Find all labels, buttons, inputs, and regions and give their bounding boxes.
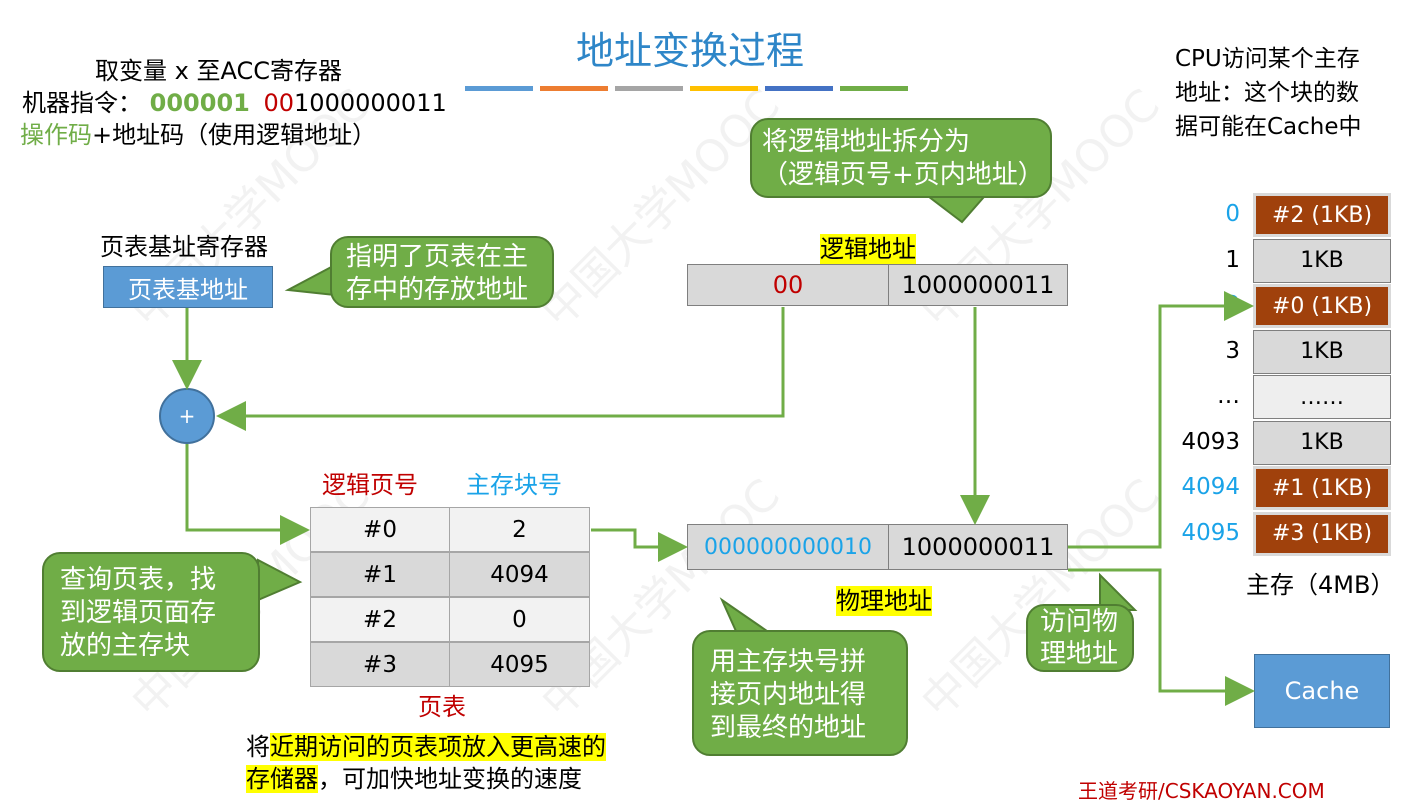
footer-brand: 王道考研/CSKAOYAN.COM bbox=[1078, 779, 1325, 803]
pt-header-block: 主存块号 bbox=[466, 471, 562, 499]
instruction-opcode-label: 操作码 bbox=[20, 121, 92, 149]
title-bar-gray bbox=[615, 86, 683, 91]
ptbr-box: 页表基地址 bbox=[103, 266, 273, 308]
memory-block: …… bbox=[1253, 375, 1391, 419]
tlb-note-line-2: 存储器，可加快地址变换的速度 bbox=[246, 764, 582, 794]
memory-block: 1KB bbox=[1253, 329, 1391, 374]
ptbr-callout-line-2: 存中的存放地址 bbox=[346, 275, 529, 305]
pt-logical-page-cell: #2 bbox=[310, 597, 450, 642]
memory-index: 4095 bbox=[1181, 519, 1240, 546]
instruction-line-3: 操作码+地址码（使用逻辑地址） bbox=[20, 120, 376, 150]
access-callout-line-2: 理地址 bbox=[1040, 639, 1119, 669]
cpu-note-line-1: CPU访问某个主存 bbox=[1175, 46, 1360, 72]
arrow-page-to-adder bbox=[216, 307, 785, 431]
lookup-callout: 查询页表，找 到逻辑页面存 放的主存块 bbox=[42, 552, 260, 672]
title-bar-yellow bbox=[690, 86, 758, 91]
adder-node: + bbox=[159, 388, 215, 444]
instruction-prefix: 机器指令： bbox=[22, 89, 142, 117]
pt-block-number-cell: 2 bbox=[449, 507, 590, 552]
access-callout-line-1: 访问物 bbox=[1040, 607, 1119, 637]
concat-callout-line-2: 接页内地址得 bbox=[710, 680, 867, 710]
ptbr-callout-line-1: 指明了页表在主 bbox=[346, 242, 529, 272]
logical-page-field: 00 bbox=[687, 264, 889, 306]
pt-header-logical: 逻辑页号 bbox=[322, 471, 418, 499]
page-table-caption: 页表 bbox=[418, 693, 466, 721]
memory-index: 1 bbox=[1225, 246, 1240, 273]
lookup-callout-line-2: 到逻辑页面存 bbox=[60, 598, 217, 628]
split-callout: 将逻辑地址拆分为 （逻辑页号+页内地址） bbox=[750, 118, 1052, 198]
concat-callout: 用主存块号拼 接页内地址得 到最终的地址 bbox=[692, 630, 908, 756]
memory-block-occupied: #0 (1KB) bbox=[1253, 284, 1391, 328]
tlb-note-p1: 将 bbox=[246, 733, 270, 761]
memory-block: 1KB bbox=[1253, 420, 1391, 465]
memory-index: 0 bbox=[1225, 201, 1240, 227]
split-callout-line-1: 将逻辑地址拆分为 bbox=[762, 127, 971, 157]
ptbr-callout: 指明了页表在主 存中的存放地址 bbox=[330, 236, 554, 308]
memory-index: 3 bbox=[1225, 337, 1240, 364]
pt-logical-page-cell: #1 bbox=[310, 552, 450, 597]
logical-address-label: 逻辑地址 bbox=[820, 234, 916, 264]
arrow-physical-to-cache bbox=[1068, 568, 1255, 706]
pt-block-number-cell: 4094 bbox=[449, 552, 590, 597]
cpu-note-line-2: 地址：这个块的数 bbox=[1175, 80, 1359, 106]
lookup-callout-line-1: 查询页表，找 bbox=[60, 565, 217, 595]
title-bar-green bbox=[840, 86, 908, 91]
arrow-adder-to-table bbox=[185, 444, 310, 545]
lookup-callout-line-3: 放的主存块 bbox=[60, 631, 191, 661]
memory-block: 1KB bbox=[1253, 238, 1391, 283]
memory-index: 4094 bbox=[1181, 474, 1240, 500]
tlb-note-p4: ，可加快地址变换的速度 bbox=[318, 765, 582, 793]
memory-block-occupied: #1 (1KB) bbox=[1253, 466, 1391, 510]
pt-logical-page-cell: #3 bbox=[310, 642, 450, 687]
physical-address-label: 物理地址 bbox=[836, 586, 932, 616]
tlb-note-p3: 存储器 bbox=[246, 765, 318, 793]
logical-offset-field: 1000000011 bbox=[888, 264, 1068, 306]
instruction-line-1: 取变量 x 至ACC寄存器 bbox=[95, 57, 342, 85]
title-bar-blue bbox=[465, 86, 533, 91]
pt-logical-page-cell: #0 bbox=[310, 507, 450, 552]
page-title: 地址变换过程 bbox=[575, 29, 804, 73]
title-bar-darkblue bbox=[765, 86, 833, 91]
memory-block-occupied: #3 (1KB) bbox=[1253, 511, 1391, 556]
access-callout: 访问物 理地址 bbox=[1026, 604, 1134, 672]
instruction-opcode: 000001 bbox=[149, 89, 250, 117]
instruction-addr-hi: 00 bbox=[263, 89, 295, 117]
ptbr-label: 页表基址寄存器 bbox=[100, 233, 268, 261]
memory-index: … bbox=[1217, 383, 1240, 409]
physical-block-field: 000000000010 bbox=[687, 524, 889, 570]
concat-callout-line-1: 用主存块号拼 bbox=[710, 647, 867, 677]
tlb-note-line-1: 将近期访问的页表项放入更高速的 bbox=[246, 732, 606, 762]
memory-block-occupied: #2 (1KB) bbox=[1253, 193, 1391, 237]
tlb-note-p2: 近期访问的页表项放入更高速的 bbox=[270, 733, 606, 761]
memory-index: 4093 bbox=[1181, 428, 1240, 455]
instruction-line-2: 机器指令： 000001 001000000011 bbox=[22, 88, 447, 118]
pt-block-number-cell: 4095 bbox=[449, 642, 590, 687]
pt-block-number-cell: 0 bbox=[449, 597, 590, 642]
title-bar-orange bbox=[540, 86, 608, 91]
memory-caption: 主存（4MB） bbox=[1246, 571, 1395, 599]
arrow-table-to-physical bbox=[591, 528, 688, 562]
concat-callout-line-3: 到最终的地址 bbox=[710, 713, 867, 743]
instruction-rest: +地址码（使用逻辑地址） bbox=[92, 121, 377, 149]
instruction-addr-lo: 1000000011 bbox=[294, 89, 447, 117]
cache-box: Cache bbox=[1254, 654, 1390, 728]
arrow-physical-to-memory bbox=[1068, 291, 1254, 549]
split-callout-line-2: （逻辑页号+页内地址） bbox=[762, 160, 1044, 190]
cpu-note-line-3: 据可能在Cache中 bbox=[1175, 114, 1362, 140]
